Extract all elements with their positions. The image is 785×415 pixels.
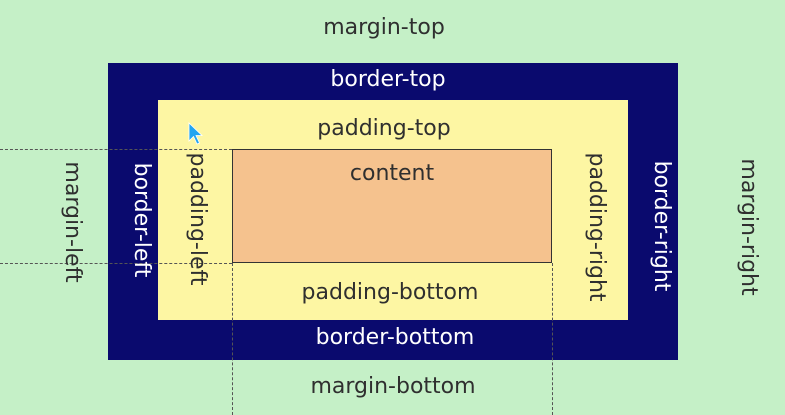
margin-left-label: margin-left: [60, 161, 85, 283]
border-bottom-label: border-bottom: [315, 325, 475, 350]
content-area: [232, 149, 552, 263]
border-left-label: border-left: [129, 162, 154, 278]
guide-line-right-down: [552, 263, 553, 415]
guide-line-top-left: [0, 149, 232, 150]
margin-top-label: margin-top: [323, 15, 445, 40]
padding-top-label: padding-top: [317, 116, 451, 141]
border-right-label: border-right: [649, 160, 674, 292]
margin-right-label: margin-right: [736, 158, 761, 296]
content-label: content: [349, 161, 435, 186]
border-top-label: border-top: [330, 67, 446, 92]
padding-right-label: padding-right: [584, 152, 609, 302]
padding-bottom-label: padding-bottom: [301, 280, 479, 305]
pointer-cursor-icon: [188, 122, 203, 145]
margin-bottom-label: margin-bottom: [310, 374, 476, 399]
guide-line-left-down: [232, 263, 233, 415]
guide-line-bottom-left: [0, 263, 232, 264]
padding-left-label: padding-left: [185, 152, 210, 286]
